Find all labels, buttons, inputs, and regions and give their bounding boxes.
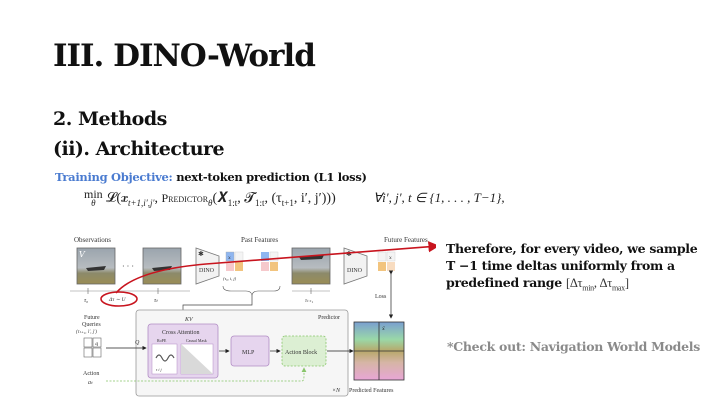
future-queries-label: Future [84, 315, 100, 321]
dino-encoder-past: ✱ DINO [195, 247, 220, 285]
rope-axes: τ i j [156, 367, 163, 372]
future-queries-coord: (τₜ₊₁, i′, j′) [76, 330, 97, 335]
past-features-label: Past Features [241, 236, 278, 244]
action-path [106, 367, 307, 382]
kv-label: KV [184, 317, 194, 323]
formula-loss: 𝓛(𝒙t+1,i′,j′, Predictorθ(𝑿1:t, 𝓣1:t, (τt… [106, 191, 336, 209]
future-features-label: Future Features [384, 236, 428, 244]
sampling-note: Therefore, for every video, we sample T … [446, 240, 716, 297]
action-block [281, 335, 327, 367]
svg-text:✱: ✱ [346, 250, 352, 258]
feature-coord-label: (τ₀, i, j) [223, 276, 237, 282]
note-line-2: T −1 time deltas uniformly from a [446, 258, 675, 273]
dino-encoder-future: ✱ DINO [343, 247, 368, 285]
rope-label: RoPE [157, 338, 167, 343]
objective-text: next-token prediction (L1 loss) [172, 170, 367, 184]
action-label: Action [83, 371, 99, 377]
observation-frame-last [142, 247, 182, 285]
slide-title: III. DINO-World [53, 38, 316, 74]
causal-mask-label: Causal Mask [186, 338, 207, 343]
svg-text:x̂: x̂ [382, 326, 385, 332]
objective-label: Training Objective: [55, 170, 173, 184]
repeat-label: ×N [332, 388, 341, 394]
architecture-diagram: Observations Past Features Future Featur… [70, 236, 436, 397]
svg-text:x: x [389, 255, 392, 261]
observation-frame-first: V [76, 247, 116, 285]
svg-text:x: x [228, 255, 231, 261]
note-line-1: Therefore, for every video, we sample [446, 241, 698, 256]
svg-text:✱: ✱ [198, 250, 204, 258]
future-feature-tokens: x [377, 251, 396, 271]
note-line-3: predefined range [Δτmin, Δτmax] [446, 275, 629, 293]
highlight-arrow [115, 241, 436, 294]
predictor-label: Predictor [318, 315, 340, 321]
mlp-label: MLP [242, 350, 255, 356]
loss-label: Loss [375, 294, 387, 300]
delta-range-math: [Δτmin, Δτmax] [565, 276, 629, 293]
action-symbol: aₜ [88, 380, 93, 386]
past-feature-tokens-2 [261, 251, 279, 271]
taut-label: τₜ [154, 298, 158, 304]
predicted-features-grid: x̂ [353, 321, 405, 381]
svg-text:DINO: DINO [347, 268, 363, 274]
rope-panel [151, 343, 178, 375]
taut1-label: τₜ₊₁ [305, 298, 313, 304]
section-heading: 2. Methods [53, 108, 167, 130]
subsection-heading: (ii). Architecture [53, 138, 225, 160]
predicted-features-label: Predicted Features [349, 388, 394, 394]
q-label: Q [135, 340, 140, 346]
checkout-reference: *Check out: Navigation World Models [447, 339, 700, 354]
query-tokens: q [83, 337, 102, 358]
svg-text:V: V [79, 250, 86, 259]
delta-tau-label: Δτ ∼ U [108, 297, 127, 303]
delta-highlight-ellipse [100, 291, 138, 307]
formula-forall: ∀i′, j′, t ∈ {1, . . . , T−1}, [373, 190, 505, 206]
training-objective: Training Objective: next-token predictio… [55, 170, 367, 184]
mlp-block [230, 335, 270, 367]
future-queries-label-2: Queries [82, 322, 101, 328]
observations-label: Observations [74, 236, 111, 244]
tau0-label: τ₀ [84, 298, 88, 304]
future-frame [291, 247, 331, 285]
cross-attention-label: Cross Attention [162, 330, 200, 336]
svg-text:DINO: DINO [199, 268, 215, 274]
ellipsis: · · · [122, 262, 134, 271]
causal-mask-panel [180, 343, 214, 375]
past-features-brace [222, 285, 281, 296]
svg-text:q: q [95, 341, 98, 347]
action-block-label: Action Block [285, 350, 317, 356]
